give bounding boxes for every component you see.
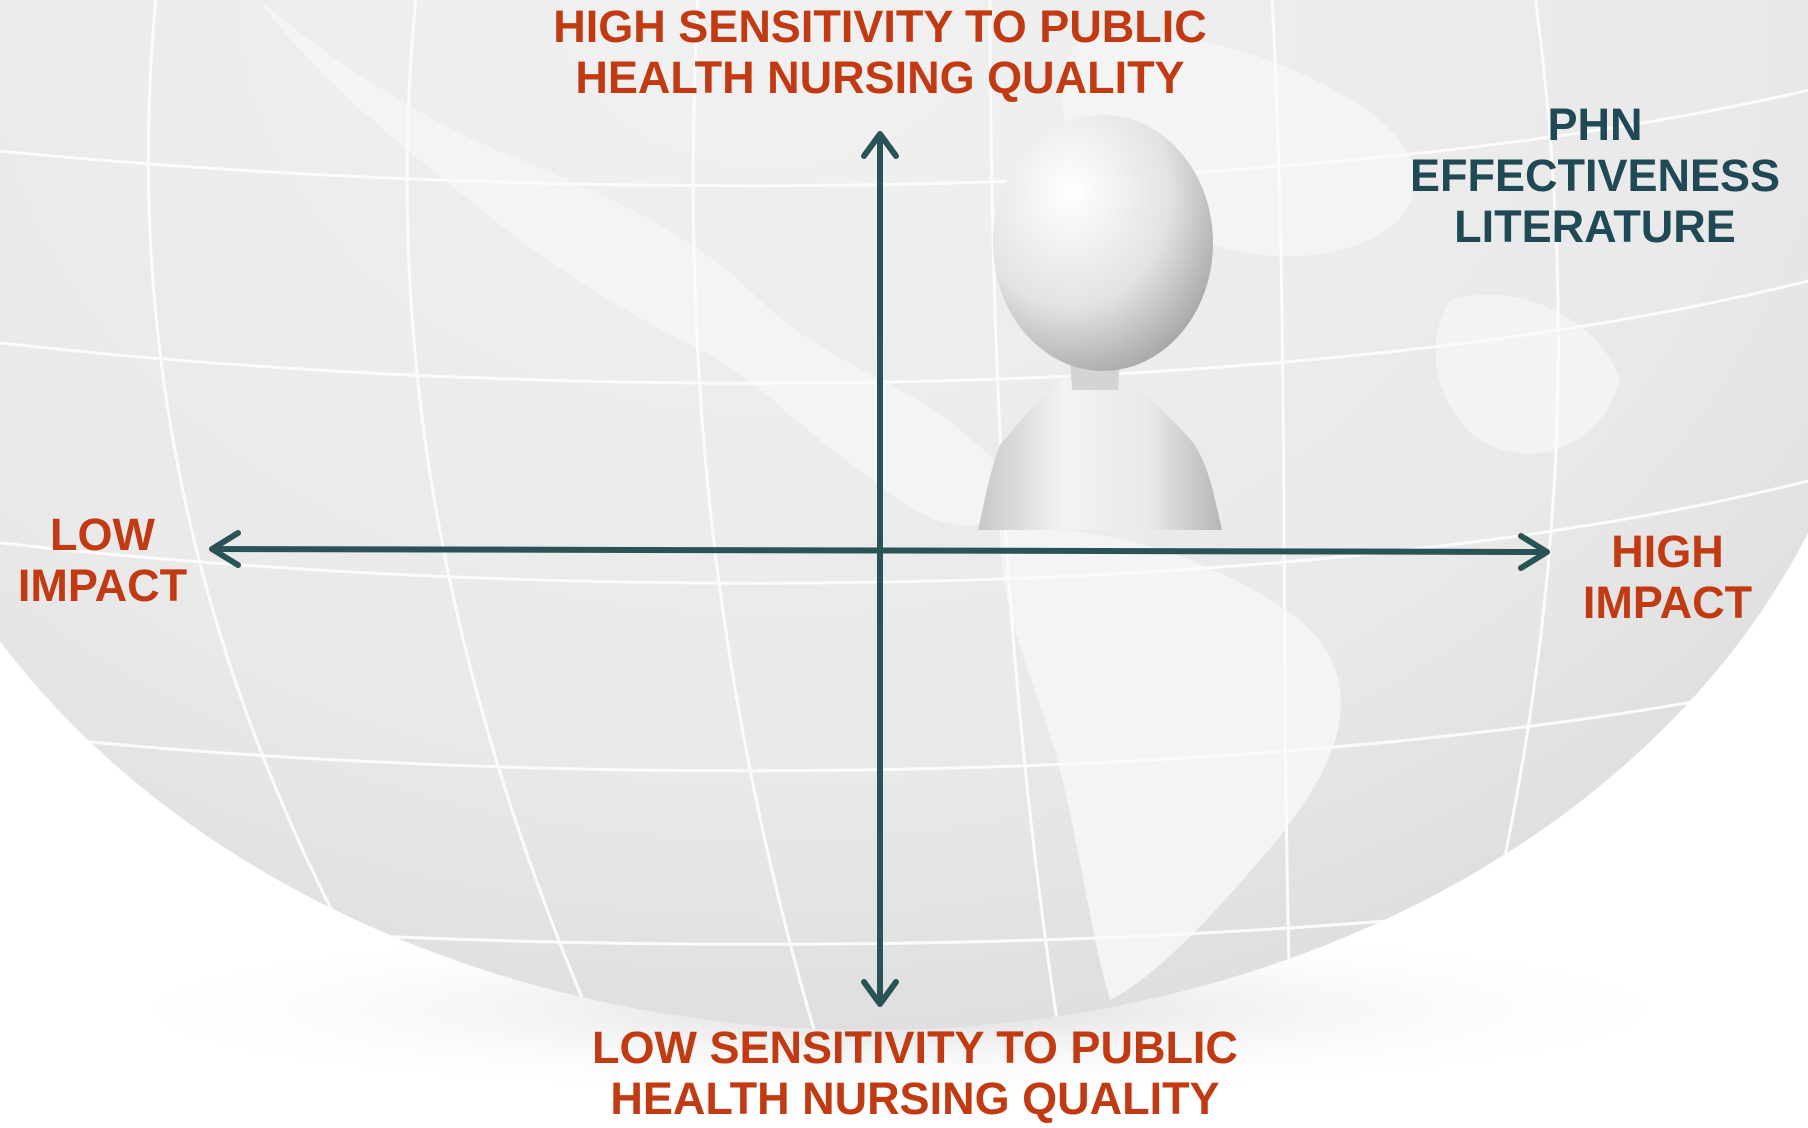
bottom-axis-label-line-2: HEALTH NURSING QUALITY: [610, 1072, 1220, 1124]
bottom-axis-label-line-1: LOW SENSITIVITY TO PUBLIC: [592, 1022, 1238, 1073]
top-axis-label-line-2: HEALTH NURSING QUALITY: [575, 51, 1185, 103]
top-axis-label: HIGH SENSITIVITY TO PUBLIC HEALTH NURSIN…: [470, 1, 1290, 104]
arrow-up: [861, 131, 899, 159]
arrow-down: [861, 979, 899, 1007]
quadrant-label-line-2: EFFECTIVENESS: [1409, 149, 1781, 201]
left-axis-label-line-1: LOW: [50, 509, 155, 560]
right-axis-label-line-2: IMPACT: [1582, 576, 1753, 628]
left-axis-label-line-2: IMPACT: [17, 559, 188, 611]
top-axis-label-line-1: HIGH SENSITIVITY TO PUBLIC: [553, 1, 1207, 52]
arrow-right: [1518, 533, 1550, 571]
right-axis-label-line-1: HIGH: [1611, 526, 1724, 577]
left-axis-label: LOW IMPACT: [0, 509, 205, 612]
right-axis-label: HIGH IMPACT: [1560, 526, 1775, 629]
bottom-axis-label: LOW SENSITIVITY TO PUBLIC HEALTH NURSING…: [505, 1022, 1325, 1125]
quadrant-label: PHN EFFECTIVENESS LITERATURE: [1385, 99, 1805, 253]
quadrant-label-line-1: PHN: [1547, 99, 1643, 150]
horizontal-axis: [211, 546, 1547, 555]
arrow-left: [209, 530, 241, 568]
quadrant-label-line-3: LITERATURE: [1454, 200, 1736, 252]
figure-icon: [978, 115, 1222, 530]
